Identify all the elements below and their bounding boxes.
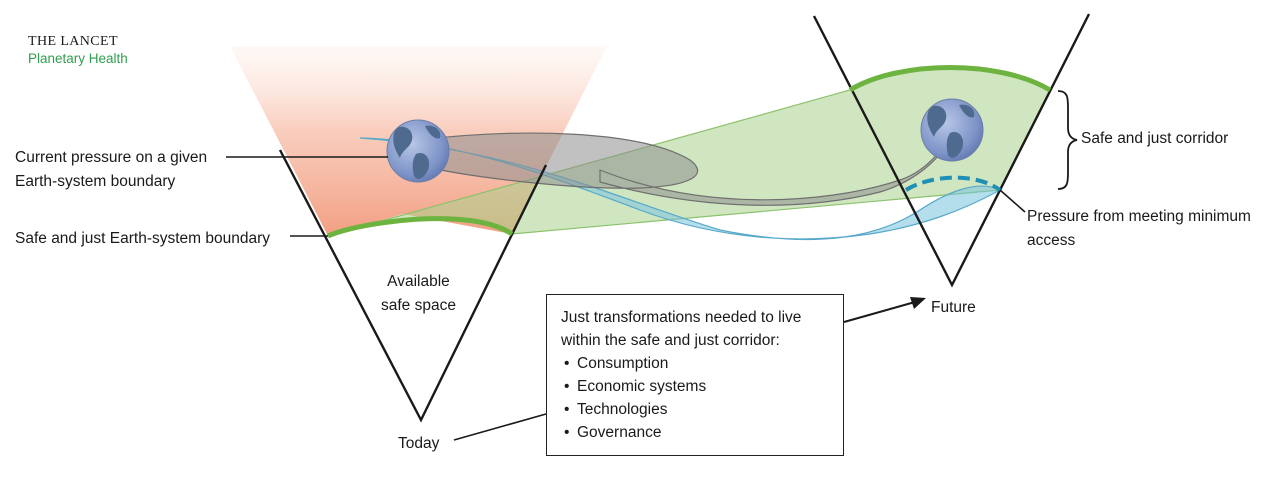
future-boundary-arc <box>848 65 1052 93</box>
earth-globe-icon <box>920 98 984 162</box>
box-to-future-arrow <box>843 301 916 323</box>
future-label: Future <box>931 299 976 316</box>
journal-name: THE LANCET <box>28 34 118 49</box>
box-to-today-leader <box>453 413 547 441</box>
transformations-heading-1: Just transformations needed to live <box>561 309 802 326</box>
safe-just-corridor-label: Safe and just corridor <box>1081 130 1229 147</box>
future-cone-outline <box>812 13 1091 288</box>
today-boundary-arc <box>326 216 514 239</box>
transformations-box: Just transformations needed to live with… <box>546 294 844 456</box>
today-label: Today <box>398 435 440 452</box>
journal-section: Planetary Health <box>28 51 128 66</box>
list-item: Governance <box>561 421 843 444</box>
list-item: Consumption <box>561 352 843 375</box>
available-safe-space-label: Available safe space <box>381 273 456 314</box>
minimum-access-label: Pressure from meeting minimum access <box>1027 208 1251 249</box>
list-item: Technologies <box>561 398 843 421</box>
corridor-brace <box>1057 90 1078 190</box>
list-item: Economic systems <box>561 375 843 398</box>
minimum-access-leader <box>999 189 1026 213</box>
transformations-heading-2: within the safe and just corridor: <box>561 332 780 349</box>
current-pressure-label: Current pressure on a given Earth-system… <box>15 149 208 190</box>
arrow-head-icon <box>910 297 926 309</box>
safe-just-boundary-label: Safe and just Earth-system boundary <box>15 230 271 247</box>
earth-globe-icon <box>386 119 450 183</box>
today-cone-outline <box>278 149 548 423</box>
minimum-access-dashed-line <box>904 175 1002 192</box>
transformations-list: Consumption Economic systems Technologie… <box>561 352 843 444</box>
